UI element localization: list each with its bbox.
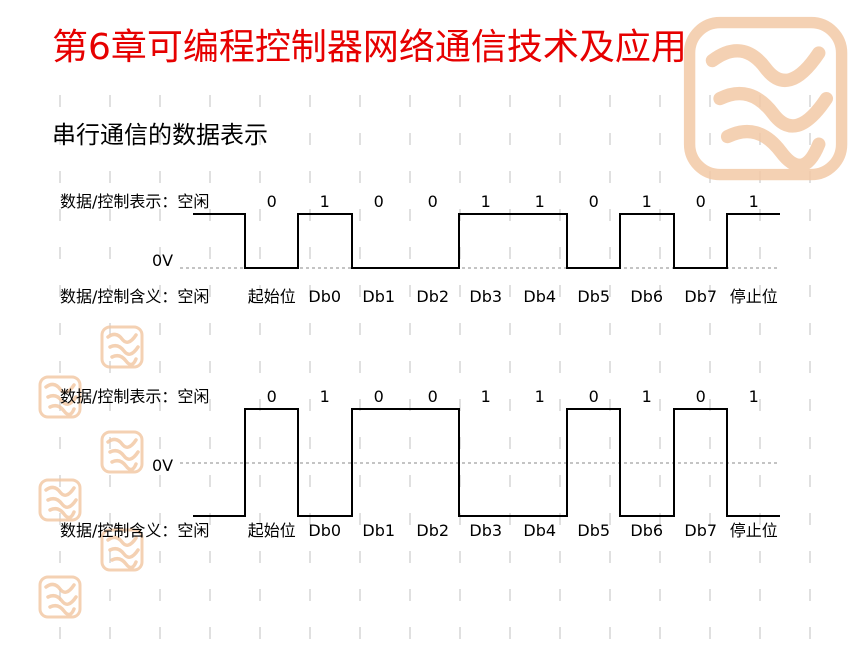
bit-value: 1: [534, 192, 545, 211]
bit-value: 1: [748, 192, 759, 211]
bit-meaning: Db4: [523, 521, 557, 540]
bit-meaning: Db1: [362, 287, 396, 306]
seal-border: [100, 325, 144, 369]
seal-border: [38, 575, 82, 619]
seal-border: [683, 16, 848, 181]
bit-value: 0: [373, 192, 384, 211]
seal-border: [38, 478, 82, 522]
bit-value: 1: [641, 387, 652, 406]
bit-meaning: Db2: [416, 287, 450, 306]
zero-volt-label: 0V: [152, 456, 174, 475]
seal-border: [100, 528, 144, 572]
bit-meaning: 停止位: [729, 521, 778, 540]
seal-icon: [100, 325, 144, 369]
bit-value: 1: [748, 387, 759, 406]
watermark-seals: [38, 16, 848, 619]
bit-meaning: Db0: [308, 287, 342, 306]
bit-meaning: 起始位: [247, 521, 296, 540]
bit-value: 1: [534, 387, 545, 406]
seal-stroke: [44, 382, 78, 417]
bit-meaning: Db3: [469, 287, 503, 306]
seal-stroke: [106, 332, 140, 367]
bit-meaning: Db6: [630, 521, 664, 540]
bit-meaning: Db3: [469, 521, 503, 540]
meaning-label: 数据/控制含义：空闲: [60, 287, 210, 306]
seal-stroke: [106, 535, 140, 570]
seal-border: [38, 375, 82, 419]
waveform-unipolar: [180, 213, 780, 269]
background-grid: [59, 95, 811, 640]
seal-stroke: [44, 485, 78, 520]
bit-value: 0: [427, 387, 438, 406]
seal-icon: [683, 16, 848, 181]
seal-border: [100, 430, 144, 474]
bit-value: 0: [588, 387, 599, 406]
bit-value: 1: [319, 387, 330, 406]
bit-value: 1: [480, 387, 491, 406]
seal-stroke: [106, 437, 140, 472]
repr-label: 数据/控制表示：空闲: [60, 192, 210, 211]
seal-icon: [100, 430, 144, 474]
bit-meaning: 起始位: [247, 287, 296, 306]
signal-line: [193, 408, 780, 517]
bit-meaning: 停止位: [729, 287, 778, 306]
repr-label: 数据/控制表示：空闲: [60, 387, 210, 406]
bit-value: 0: [588, 192, 599, 211]
seal-icon: [38, 478, 82, 522]
bit-value: 0: [695, 192, 706, 211]
bit-value: 0: [266, 192, 277, 211]
bit-value: 1: [480, 192, 491, 211]
meaning-label: 数据/控制含义：空闲: [60, 521, 210, 540]
bit-meaning: Db7: [684, 521, 718, 540]
seal-icon: [38, 575, 82, 619]
zero-volt-label: 0V: [152, 251, 174, 270]
seal-icon: [100, 528, 144, 572]
bit-value: 1: [319, 192, 330, 211]
seal-stroke: [44, 582, 78, 617]
bit-value: 0: [695, 387, 706, 406]
bit-meaning: Db0: [308, 521, 342, 540]
bit-meaning: Db6: [630, 287, 664, 306]
seal-icon: [38, 375, 82, 419]
bit-meaning: Db1: [362, 521, 396, 540]
waveform-bipolar: [180, 408, 780, 517]
seal-stroke: [705, 44, 834, 172]
slide-title: 第6章可编程控制器网络通信技术及应用: [52, 27, 687, 68]
slide-subtitle: 串行通信的数据表示: [52, 121, 268, 149]
signal-line: [193, 213, 780, 269]
bit-meaning: Db5: [577, 287, 611, 306]
bit-value: 1: [641, 192, 652, 211]
bit-meaning: Db7: [684, 287, 718, 306]
bit-meaning: Db5: [577, 521, 611, 540]
bit-value: 0: [266, 387, 277, 406]
bit-meaning: Db2: [416, 521, 450, 540]
bit-meaning: Db4: [523, 287, 557, 306]
bit-value: 0: [373, 387, 384, 406]
bit-value: 0: [427, 192, 438, 211]
